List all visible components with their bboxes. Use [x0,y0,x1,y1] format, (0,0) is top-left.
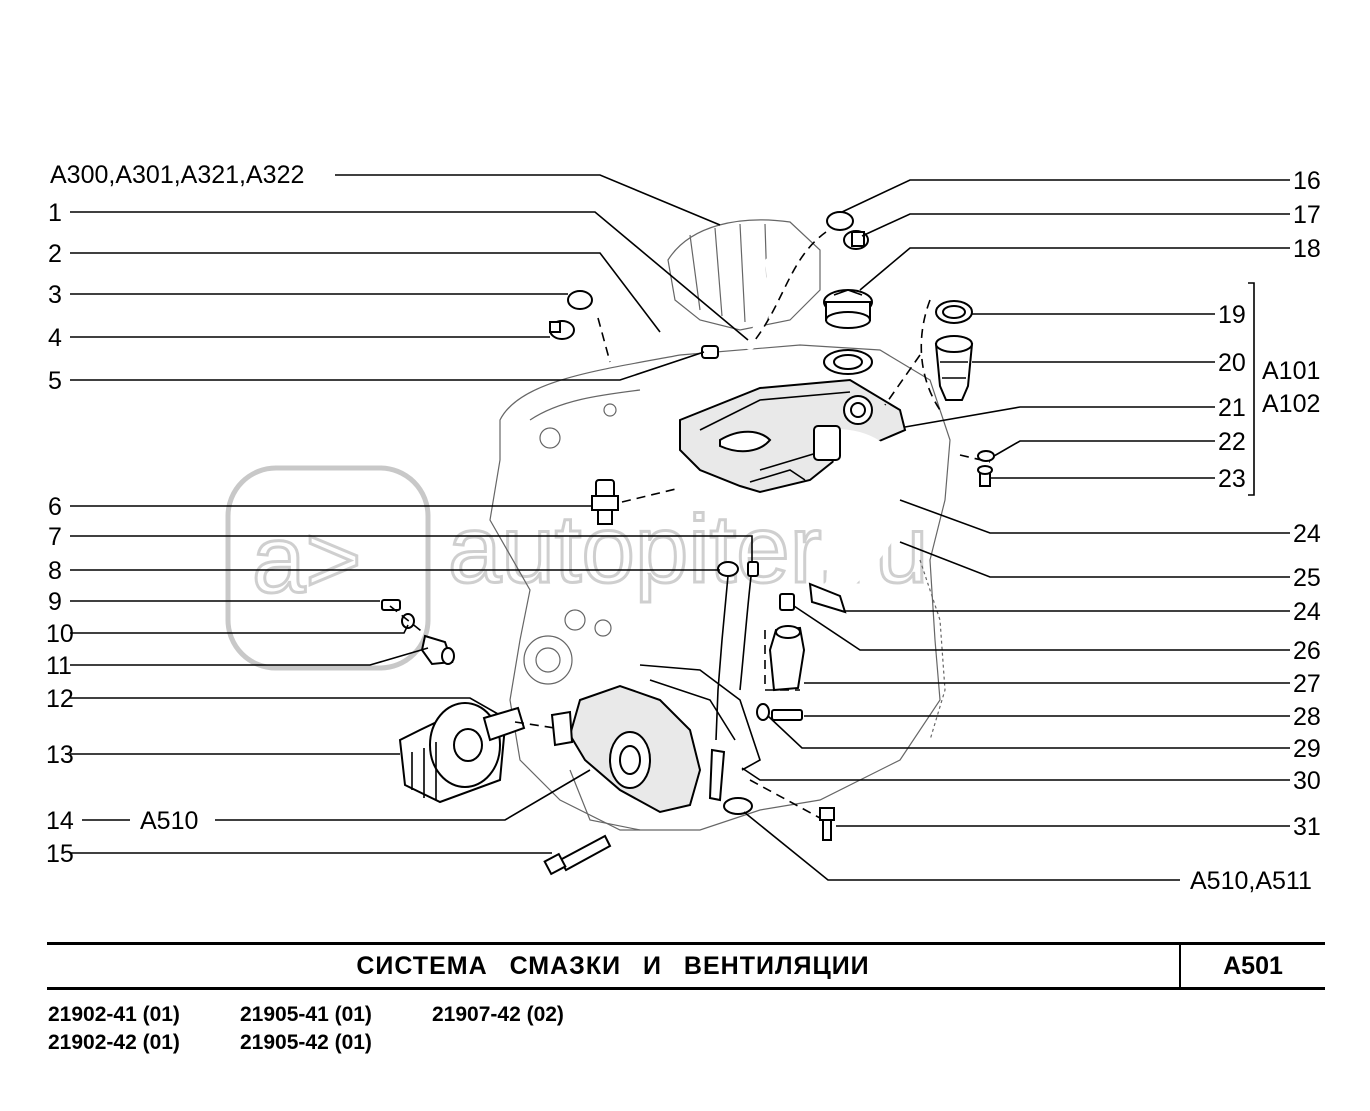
parts-9-10-11 [381,599,455,666]
ref-label-a101: А101 [1262,357,1320,385]
model-code: 21905-41 (01) [240,1003,372,1026]
labels-right: 16 17 18 19 20 21 22 23 А101 А102 24 25 … [1190,167,1321,895]
callout-20: 20 [1218,349,1246,377]
labels-left: А300,А301,А321,А322 1 2 3 4 5 6 7 8 9 10… [46,161,304,868]
ref-label-top: А300,А301,А321,А322 [50,161,304,189]
fitting-5 [701,345,719,359]
model-code: 21902-42 (01) [48,1031,180,1054]
plug-26 [779,593,795,611]
oil-intake-a510 [723,797,753,815]
callout-4: 4 [48,324,62,352]
callout-22: 22 [1218,428,1246,456]
callout-24-top: 24 [1293,520,1321,548]
callout-27: 27 [1293,670,1321,698]
hose-24-25 [808,425,908,614]
fasteners-22-23 [977,450,995,487]
callout-5: 5 [48,367,62,395]
dipstick-handle-8 [717,561,739,577]
watermark-logo-frame [225,465,431,671]
model-code: 21907-42 (02) [432,1003,564,1026]
callout-26: 26 [1293,637,1321,665]
oil-filler-cap-18 [823,289,873,375]
callout-9: 9 [48,588,62,616]
hose-clamp-24-top [813,425,841,461]
lubrication-diagram: a> autopiter.ru [46,161,1321,895]
oil-separator-cover-21 [679,378,907,494]
callout-7: 7 [48,523,62,551]
ventilation-hoses [610,257,777,359]
callout-3: 3 [48,281,62,309]
washer-29 [756,703,770,721]
callout-8: 8 [48,557,62,585]
watermark: a> autopiter.ru [225,465,930,671]
callout-24-bottom: 24 [1293,598,1321,626]
title-block: СИСТЕМА СМАЗКИ И ВЕНТИЛЯЦИИ А501 [47,942,1325,990]
callout-28: 28 [1293,703,1321,731]
callout-25: 25 [1293,564,1321,592]
bolt-28 [771,709,803,721]
callout-1: 1 [48,199,62,227]
fitting-12 [482,706,526,742]
leader-lines [70,174,1290,881]
ref-label-a510-a511: А510,А511 [1190,867,1312,895]
intake-manifold [667,219,821,331]
callout-21: 21 [1218,394,1246,422]
ref-label-a102: А102 [1262,390,1320,418]
callout-12: 12 [46,685,74,713]
clamp-3 [567,290,593,310]
watermark-logo-mark: a> [252,506,361,613]
callout-11: 11 [46,652,72,680]
callout-23: 23 [1218,465,1246,493]
parts-26-31 [756,593,835,841]
fitting-27 [768,626,806,692]
title-divider [1179,945,1181,987]
oil-filler-tube-parts [934,300,974,401]
callout-17: 17 [1293,201,1321,229]
ref-label-a510: А510 [140,807,198,835]
oil-pressure-sensor-6 [591,479,619,525]
clamp-16 [826,211,854,231]
callout-15: 15 [46,840,74,868]
callout-16: 16 [1293,167,1321,195]
hose-clamp-24-bottom [808,582,847,614]
page-code: А501 [1223,952,1283,980]
callout-6: 6 [48,493,62,521]
model-code: 21902-41 (01) [48,1003,180,1026]
oil-pump-14 [550,664,761,815]
assembly-hints [389,231,991,819]
page-title: СИСТЕМА СМАЗКИ И ВЕНТИЛЯЦИИ [356,952,870,980]
callout-2: 2 [48,240,62,268]
dipstick-assembly [715,561,759,741]
engine-block [489,344,951,831]
oil-filter-13 [398,702,526,804]
clamps-3-4 [549,290,593,340]
callout-31: 31 [1293,813,1321,841]
callout-29: 29 [1293,735,1321,763]
callout-10: 10 [46,620,74,648]
callout-19: 19 [1218,301,1246,329]
callout-30: 30 [1293,767,1321,795]
callout-13: 13 [46,741,74,769]
bolt-9 [381,599,401,611]
bolt-31 [819,807,835,821]
callout-14: 14 [46,807,74,835]
callout-18: 18 [1293,235,1321,263]
model-code: 21905-42 (01) [240,1031,372,1054]
clamps-16-17 [826,211,869,250]
bolt-15 [543,834,612,876]
